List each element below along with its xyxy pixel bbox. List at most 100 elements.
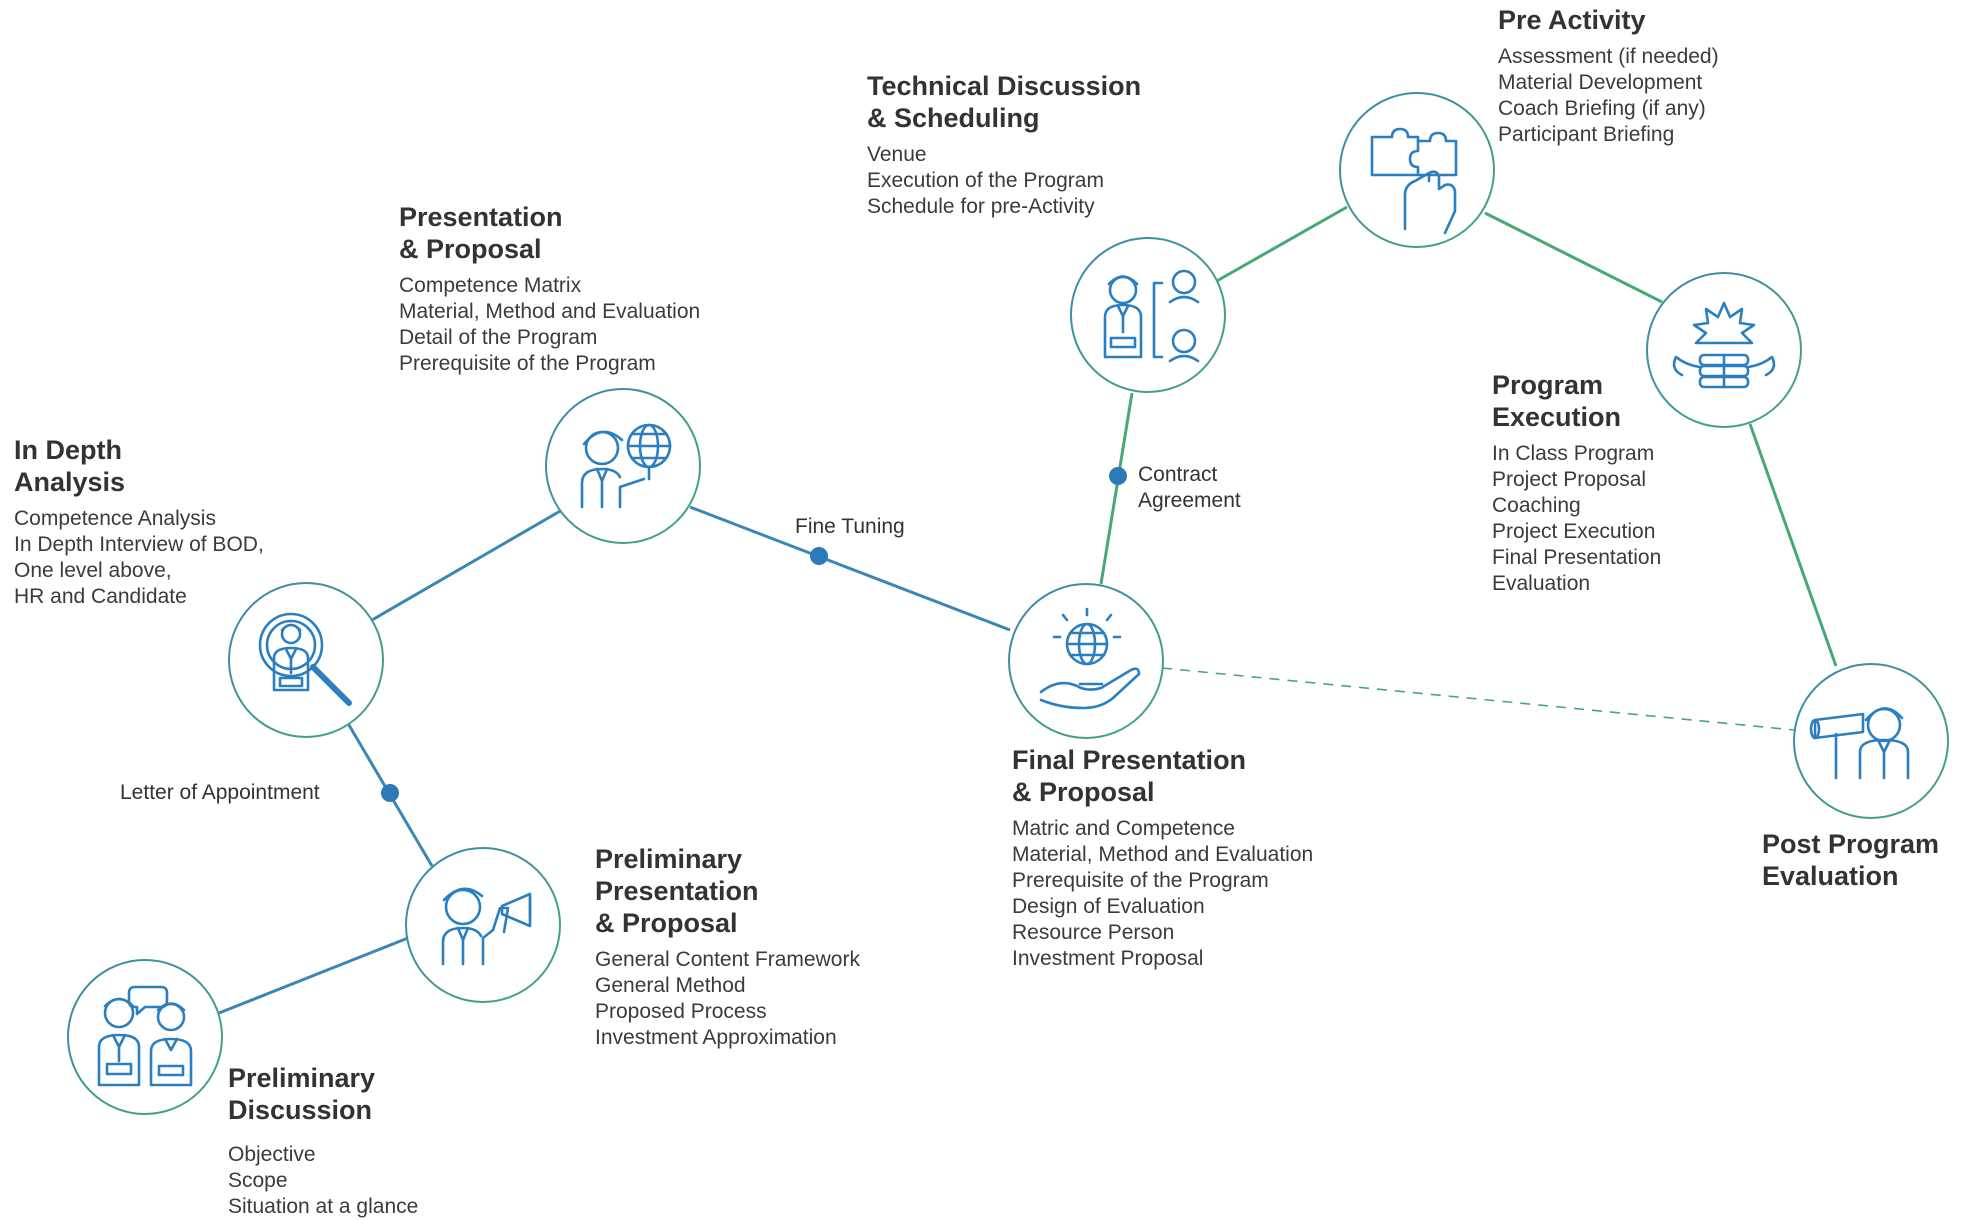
step-item: Resource Person — [1012, 921, 1175, 944]
step-item: Detail of the Program — [399, 326, 598, 349]
connector-label-line: Agreement — [1138, 489, 1241, 512]
line-final-to-technical — [1099, 392, 1134, 585]
connector-label-letter-of-appointment: Letter of Appointment — [120, 780, 320, 806]
step-post-program: Post Program Evaluation — [1762, 828, 1939, 900]
person-megaphone-icon — [441, 887, 532, 966]
step-item-list: In Class Program Project Proposal Coachi… — [1492, 441, 1661, 597]
step-title: Final Presentation & Proposal — [1012, 744, 1313, 808]
step-title-line: Post Program — [1762, 829, 1940, 859]
connector-dot-fine-tuning — [810, 547, 828, 565]
connector-label-fine-tuning: Fine Tuning — [795, 514, 905, 540]
line-execution-to-post — [1748, 423, 1838, 667]
step-title-line: In Depth — [14, 435, 122, 465]
step-item-list: Venue Execution of the Program Schedule … — [867, 142, 1141, 220]
step-title-line: Evaluation — [1762, 861, 1899, 891]
step-item: Coaching — [1492, 494, 1581, 517]
node-pre-activity — [1339, 92, 1495, 248]
two-people-talking-icon — [97, 985, 193, 1087]
step-item: Project Proposal — [1492, 468, 1647, 491]
node-program-execution — [1646, 272, 1802, 428]
step-final-presentation: Final Presentation & Proposal Matric and… — [1012, 744, 1313, 972]
step-title: Presentation & Proposal — [399, 201, 700, 265]
step-title-line: Preliminary — [228, 1063, 376, 1093]
hand-puzzle-icon — [1370, 127, 1458, 235]
step-item: In Depth Interview of BOD, — [14, 533, 264, 556]
step-title-line: Final Presentation — [1012, 745, 1247, 775]
connector-label-line: Fine Tuning — [795, 515, 905, 538]
person-telescope-icon — [1809, 707, 1910, 780]
step-title-line: & Proposal — [1012, 777, 1155, 807]
step-item: HR and Candidate — [14, 585, 187, 608]
step-item: General Method — [595, 974, 746, 997]
step-title: In Depth Analysis — [14, 434, 264, 498]
node-final-presentation — [1008, 583, 1164, 739]
step-item: Coach Briefing (if any) — [1498, 97, 1706, 120]
connector-label-line: Contract — [1138, 463, 1218, 486]
line-final-to-post-dashed — [1161, 667, 1795, 731]
step-item: Proposed Process — [595, 1000, 767, 1023]
step-item: Venue — [867, 143, 927, 166]
step-item: Material Development — [1498, 71, 1703, 94]
step-item: Matric and Competence — [1012, 817, 1235, 840]
step-preliminary-presentation: Preliminary Presentation & Proposal Gene… — [595, 843, 860, 1051]
node-technical-discussion — [1070, 237, 1226, 393]
step-preliminary-discussion: Preliminary Discussion Objective Scope S… — [228, 1062, 418, 1220]
step-title: Preliminary Discussion — [228, 1062, 418, 1126]
step-title-line: & Proposal — [399, 234, 542, 264]
step-program-execution: Program Execution In Class Program Proje… — [1492, 369, 1661, 597]
step-item: Competence Matrix — [399, 274, 582, 297]
step-item: Objective — [228, 1143, 316, 1166]
step-title: Program Execution — [1492, 369, 1661, 433]
connector-label-contract-agreement: Contract Agreement — [1138, 462, 1241, 514]
line-discussion-to-preliminary — [213, 936, 409, 1017]
line-presentation-to-final — [689, 505, 1011, 632]
step-title: Preliminary Presentation & Proposal — [595, 843, 860, 939]
step-item: Execution of the Program — [867, 169, 1104, 192]
step-technical-discussion: Technical Discussion & Scheduling Venue … — [867, 70, 1141, 220]
line-preactivity-to-execution — [1484, 211, 1663, 304]
magnifier-person-icon — [258, 612, 352, 706]
step-item: Investment Approximation — [595, 1026, 837, 1049]
connector-dot-letter — [381, 784, 399, 802]
step-item: In Class Program — [1492, 442, 1655, 465]
step-title-line: Discussion — [228, 1095, 373, 1125]
step-item-list: Competence Matrix Material, Method and E… — [399, 273, 700, 377]
step-item-list: Competence Analysis In Depth Interview o… — [14, 506, 264, 610]
step-title-line: Technical Discussion — [867, 71, 1142, 101]
person-team-bracket-icon — [1103, 269, 1200, 363]
step-item: Evaluation — [1492, 572, 1591, 595]
node-presentation-proposal — [545, 388, 701, 544]
step-item: Prerequisite of the Program — [399, 352, 656, 375]
step-item-list: Assessment (if needed) Material Developm… — [1498, 44, 1719, 148]
step-item: Investment Proposal — [1012, 947, 1204, 970]
step-item: Final Presentation — [1492, 546, 1662, 569]
node-preliminary-presentation — [405, 847, 561, 1003]
step-item: Situation at a glance — [228, 1195, 419, 1218]
step-title-line: & Scheduling — [867, 103, 1040, 133]
step-title-line: Execution — [1492, 402, 1622, 432]
step-item: Competence Analysis — [14, 507, 216, 530]
connector-label-line: Letter of Appointment — [120, 781, 320, 804]
step-item: Material, Method and Evaluation — [399, 300, 701, 323]
step-in-depth-analysis: In Depth Analysis Competence Analysis In… — [14, 434, 264, 610]
step-item: Schedule for pre-Activity — [867, 195, 1095, 218]
node-post-program — [1793, 663, 1949, 819]
step-title-line: Program — [1492, 370, 1604, 400]
step-pre-activity: Pre Activity Assessment (if needed) Mate… — [1498, 4, 1719, 148]
connector-dot-contract — [1109, 467, 1127, 485]
step-title-line: Presentation — [595, 876, 759, 906]
node-in-depth-analysis — [228, 582, 384, 738]
step-item: Design of Evaluation — [1012, 895, 1205, 918]
step-item: General Content Framework — [595, 948, 860, 971]
step-item: Scope — [228, 1169, 288, 1192]
step-item: Material, Method and Evaluation — [1012, 843, 1314, 866]
step-title-line: Analysis — [14, 467, 126, 497]
step-title-line: Pre Activity — [1498, 5, 1646, 35]
step-presentation-proposal: Presentation & Proposal Competence Matri… — [399, 201, 700, 377]
step-item-list: Objective Scope Situation at a glance — [228, 1142, 418, 1220]
hand-globe-icon — [1039, 607, 1141, 710]
step-title: Technical Discussion & Scheduling — [867, 70, 1141, 134]
step-item: Prerequisite of the Program — [1012, 869, 1269, 892]
